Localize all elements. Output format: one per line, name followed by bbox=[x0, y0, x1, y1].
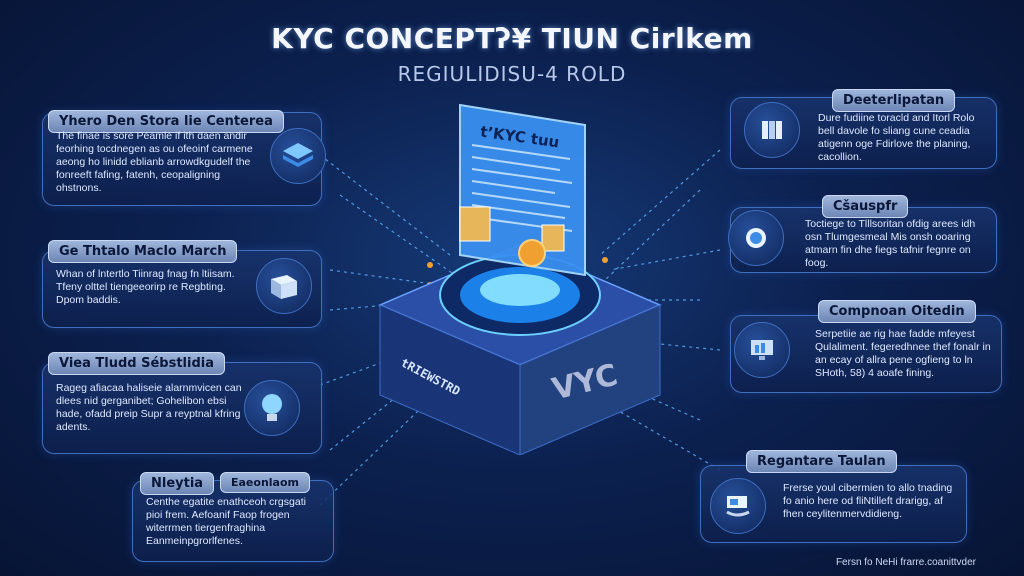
card-right-4-text: Frerse youl cibermien to allo tnading fo… bbox=[783, 482, 953, 520]
card-left-2-title: Ge Thtalo Maclo March bbox=[48, 240, 238, 263]
card-left-2-text: Whan of lntertlo Tiinrag fnag fn ltiisam… bbox=[56, 268, 235, 306]
footer-text: Fersn fo NeHi frarre.coanittvder bbox=[835, 557, 976, 568]
block-left bbox=[379, 304, 521, 455]
book-pages-icon bbox=[744, 102, 800, 158]
block-right bbox=[519, 304, 661, 455]
card-left-3-title: Viea Tludd Sébstlidia bbox=[48, 352, 226, 375]
card-left-4-text: Centhe egatite enathceoh crgsgati pioi f… bbox=[146, 496, 306, 547]
card-right-4-title: Regantare Taulan bbox=[746, 450, 897, 473]
scan-hand-icon bbox=[710, 478, 766, 534]
globe-badge-icon bbox=[728, 210, 784, 266]
document-box-icon bbox=[256, 258, 312, 314]
page-subtitle: REGIULIDISU-4 ROLD bbox=[397, 62, 627, 86]
layers-cube-icon bbox=[270, 128, 326, 184]
card-left-4 bbox=[132, 480, 334, 562]
card-right-2-text: Toctiege to Tlllsoritan ofdig arees idh … bbox=[805, 218, 976, 269]
card-left-1-text: The finae is sore Peamle if ith daen and… bbox=[56, 130, 253, 194]
page-title: KYC CONCEPTʔ¥ TIUN Cirlkem bbox=[271, 22, 753, 55]
card-right-3-text: Serpetiie ae rig hae fadde mfeyest Qulal… bbox=[815, 328, 991, 379]
card-right-1-title: Deeterlipatan bbox=[832, 89, 956, 112]
card-right-1-text: Dure fudiine toracld and Itorl Rolo bell… bbox=[818, 112, 975, 163]
card-right-3-title: Compnoan Oitedin bbox=[818, 300, 976, 323]
lightbulb-icon bbox=[244, 380, 300, 436]
card-left-1-title: Yhero Den Stora lie Centerea bbox=[48, 110, 284, 133]
card-left-4-title: Nleytia bbox=[140, 472, 215, 495]
monitor-chart-icon bbox=[734, 322, 790, 378]
kyc-central-illustration bbox=[378, 103, 662, 455]
card-left-3-text: Rageg afiacaa haliseie alarnmvicen can d… bbox=[56, 382, 242, 433]
card-right-2-title: Cšauspfr bbox=[822, 195, 909, 218]
card-left-4-badge: Eaeonlaom bbox=[220, 472, 310, 493]
